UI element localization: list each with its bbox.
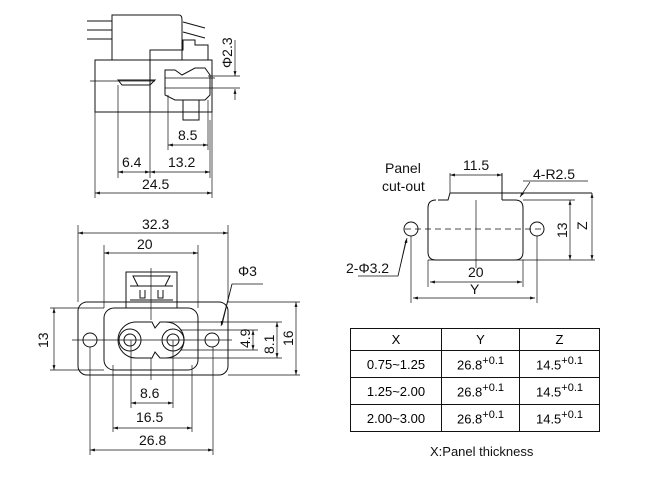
header-y: Y bbox=[441, 328, 520, 351]
y-tolerance: +0.1 bbox=[482, 382, 505, 395]
dim-8-1: 8.1 bbox=[261, 334, 277, 354]
top-view: Φ2.3 8.5 6.4 13.2 24.5 bbox=[87, 14, 240, 198]
dim-20: 20 bbox=[137, 236, 153, 252]
dim-32-3: 32.3 bbox=[142, 216, 169, 232]
dim-16-5: 16.5 bbox=[136, 409, 163, 425]
dim-24-5: 24.5 bbox=[142, 176, 169, 192]
table-row: 0.75~1.25 26.8+0.1 14.5+0.1 bbox=[350, 350, 600, 378]
z-value: 14.5 bbox=[535, 384, 562, 400]
cell-x: 1.25~2.00 bbox=[350, 377, 442, 405]
dim-z: Z bbox=[574, 221, 590, 230]
header-x: X bbox=[350, 328, 442, 351]
front-view: 32.3 20 Φ3 13 16 8.1 4.9 8.6 16.5 26.8 bbox=[35, 216, 300, 455]
dim-20-cutout: 20 bbox=[468, 264, 484, 280]
dim-2-phi-3-2: 2-Φ3.2 bbox=[346, 260, 389, 276]
cell-z: 14.5+0.1 bbox=[519, 377, 600, 405]
cutout-label-2: cut-out bbox=[382, 178, 425, 194]
y-value: 26.8 bbox=[456, 357, 483, 373]
cell-y: 26.8+0.1 bbox=[441, 377, 520, 405]
dim-6-4: 6.4 bbox=[122, 154, 142, 170]
dim-4-9: 4.9 bbox=[237, 328, 253, 348]
table-caption: X:Panel thickness bbox=[430, 444, 534, 459]
dim-8-6: 8.6 bbox=[140, 385, 160, 401]
dimension-table: X Y Z 0.75~1.25 26.8+0.1 14.5+0.1 1.25~2… bbox=[350, 328, 600, 432]
cell-y: 26.8+0.1 bbox=[441, 350, 520, 378]
z-tolerance: +0.1 bbox=[561, 382, 584, 395]
y-value: 26.8 bbox=[456, 411, 483, 427]
dim-4-r2-5: 4-R2.5 bbox=[533, 166, 575, 182]
cell-x: 0.75~1.25 bbox=[350, 350, 442, 378]
dim-16: 16 bbox=[280, 330, 296, 346]
dim-13-cutout: 13 bbox=[554, 222, 570, 238]
cell-y: 26.8+0.1 bbox=[441, 404, 520, 432]
dim-11-5: 11.5 bbox=[463, 157, 489, 173]
z-value: 14.5 bbox=[535, 357, 562, 373]
dim-13: 13 bbox=[35, 332, 51, 348]
z-tolerance: +0.1 bbox=[561, 355, 584, 368]
cutout-label-1: Panel bbox=[385, 160, 421, 176]
z-value: 14.5 bbox=[535, 411, 562, 427]
dim-26-8: 26.8 bbox=[139, 432, 166, 448]
dim-8-5: 8.5 bbox=[178, 127, 198, 143]
dim-13-2: 13.2 bbox=[168, 154, 195, 170]
dim-y: Y bbox=[470, 281, 480, 297]
table-row: 2.00~3.00 26.8+0.1 14.5+0.1 bbox=[350, 404, 600, 432]
table-header: X Y Z bbox=[350, 328, 600, 351]
header-z: Z bbox=[519, 328, 600, 351]
cell-z: 14.5+0.1 bbox=[519, 350, 600, 378]
y-tolerance: +0.1 bbox=[482, 355, 505, 368]
z-tolerance: +0.1 bbox=[561, 409, 584, 422]
y-value: 26.8 bbox=[456, 384, 483, 400]
table-row: 1.25~2.00 26.8+0.1 14.5+0.1 bbox=[350, 377, 600, 405]
panel-cutout: Panel cut-out 11.5 4-R2.5 13 Z 2-Φ3.2 20… bbox=[346, 157, 595, 303]
cell-z: 14.5+0.1 bbox=[519, 404, 600, 432]
dim-phi-2-3: Φ2.3 bbox=[219, 37, 235, 68]
y-tolerance: +0.1 bbox=[482, 409, 505, 422]
dim-phi-3: Φ3 bbox=[238, 263, 257, 279]
cell-x: 2.00~3.00 bbox=[350, 404, 442, 432]
